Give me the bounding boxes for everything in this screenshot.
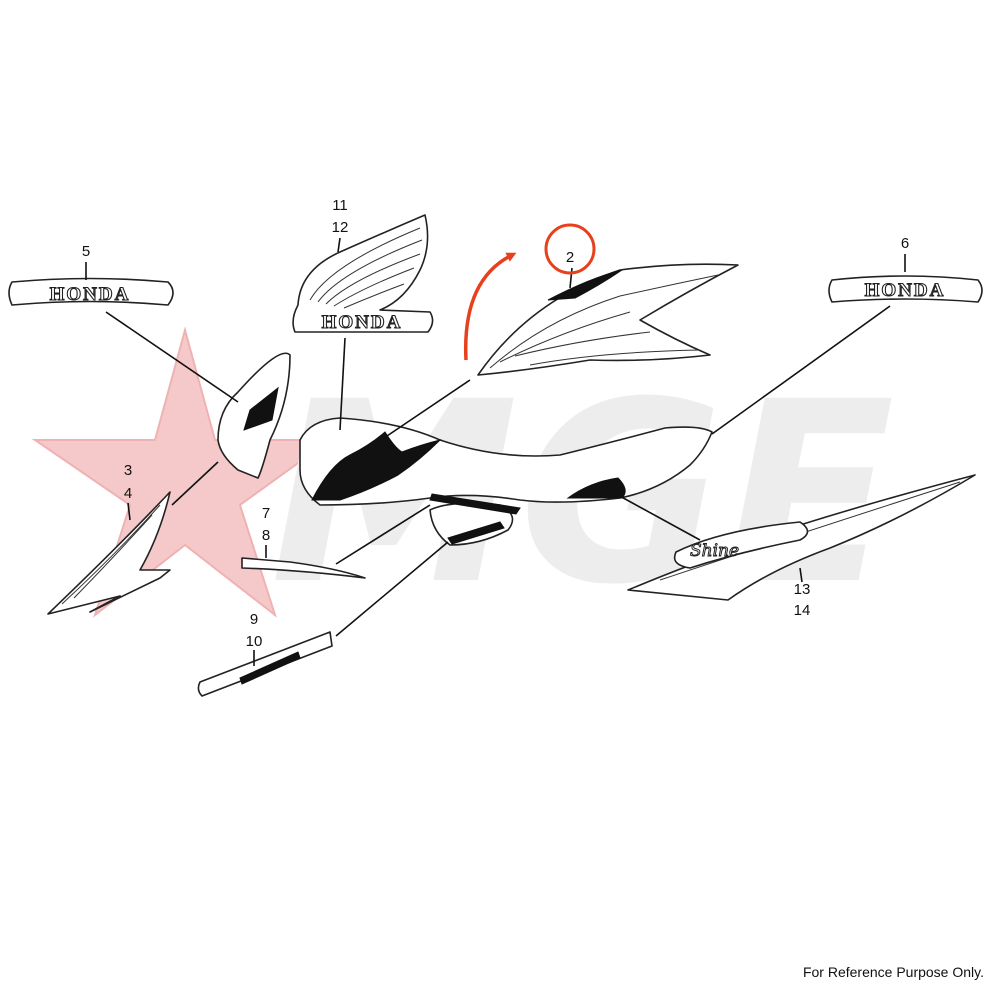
callout-13: 13 [794, 581, 811, 598]
callout-10: 10 [246, 633, 263, 650]
reference-note: For Reference Purpose Only. [802, 964, 984, 980]
callout-4: 4 [124, 485, 132, 502]
callout-6: 6 [901, 235, 909, 252]
callout-12: 12 [332, 219, 349, 236]
part-11-12-wing-emblem: HONDA [292, 214, 434, 334]
part-2-stripe [477, 263, 739, 376]
part-5-emblem-text: HONDA [50, 284, 131, 305]
part-11-12-emblem-text: HONDA [322, 312, 403, 333]
tank-body-outline [299, 417, 713, 546]
part-3-4-decal [47, 491, 171, 615]
highlight-arrow-icon [463, 252, 517, 361]
part-7-8-stripe [241, 557, 366, 579]
callout-5: 5 [82, 243, 90, 260]
part-5-honda-emblem: HONDA [8, 277, 174, 306]
part-13-14-script-text: Shine [690, 541, 739, 561]
part-6-emblem-text: HONDA [865, 280, 946, 301]
highlight-circle [544, 223, 596, 275]
shroud-piece [217, 352, 291, 479]
part-6-honda-emblem: HONDA [828, 275, 983, 303]
callout-14: 14 [794, 602, 811, 619]
callout-8: 8 [262, 527, 270, 544]
watermark-star-icon [31, 326, 334, 618]
callout-11: 11 [332, 197, 348, 214]
callouts: 2 3 4 5 6 7 8 9 10 11 12 13 14 [82, 197, 909, 650]
callout-9: 9 [250, 611, 258, 628]
leader-lines [85, 237, 906, 666]
highlight-annotation [463, 223, 596, 361]
callout-3: 3 [124, 462, 132, 479]
callout-2: 2 [566, 249, 574, 266]
part-9-10-stripe [197, 631, 333, 697]
callout-7: 7 [262, 505, 270, 522]
part-13-14-tail-decal: Shine [627, 474, 976, 601]
